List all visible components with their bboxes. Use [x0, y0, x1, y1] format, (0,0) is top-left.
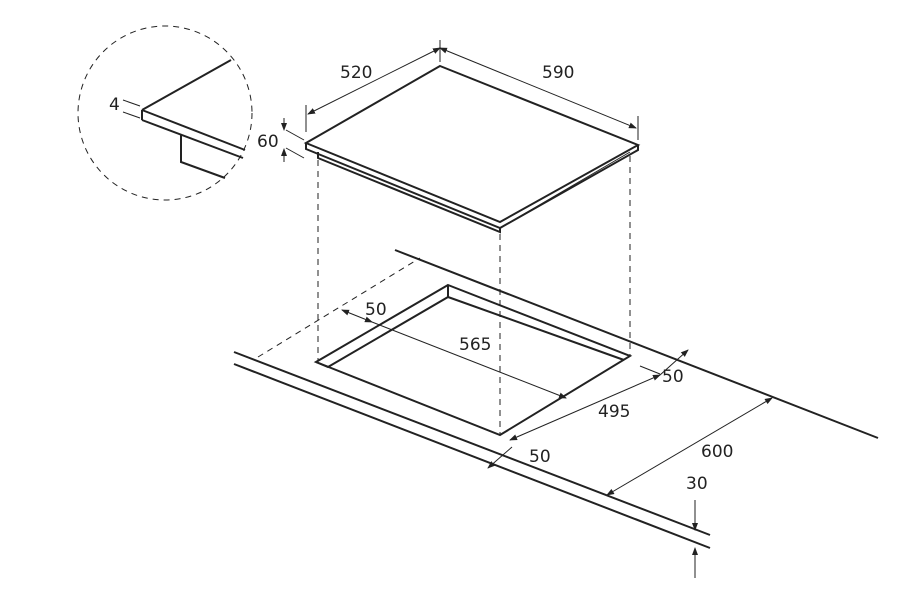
label-hob-width: 590	[542, 63, 574, 83]
label-glass-thickness: 4	[109, 95, 120, 115]
label-hob-height: 60	[257, 132, 279, 152]
label-cutout-depth: 495	[598, 402, 630, 422]
detail-circle	[77, 25, 253, 201]
label-worktop-thickness: 30	[686, 474, 708, 494]
cutout	[313, 283, 633, 437]
worktop	[233, 249, 879, 549]
hob	[303, 64, 641, 234]
label-hob-depth: 520	[340, 63, 372, 83]
label-cutout-width: 565	[459, 335, 491, 355]
label-cutout-margin-front: 50	[529, 447, 551, 467]
dimension-lines	[281, 40, 773, 578]
label-cutout-margin-back: 50	[365, 300, 387, 320]
label-worktop-depth: 600	[701, 442, 733, 462]
label-cutout-margin-right: 50	[662, 367, 684, 387]
